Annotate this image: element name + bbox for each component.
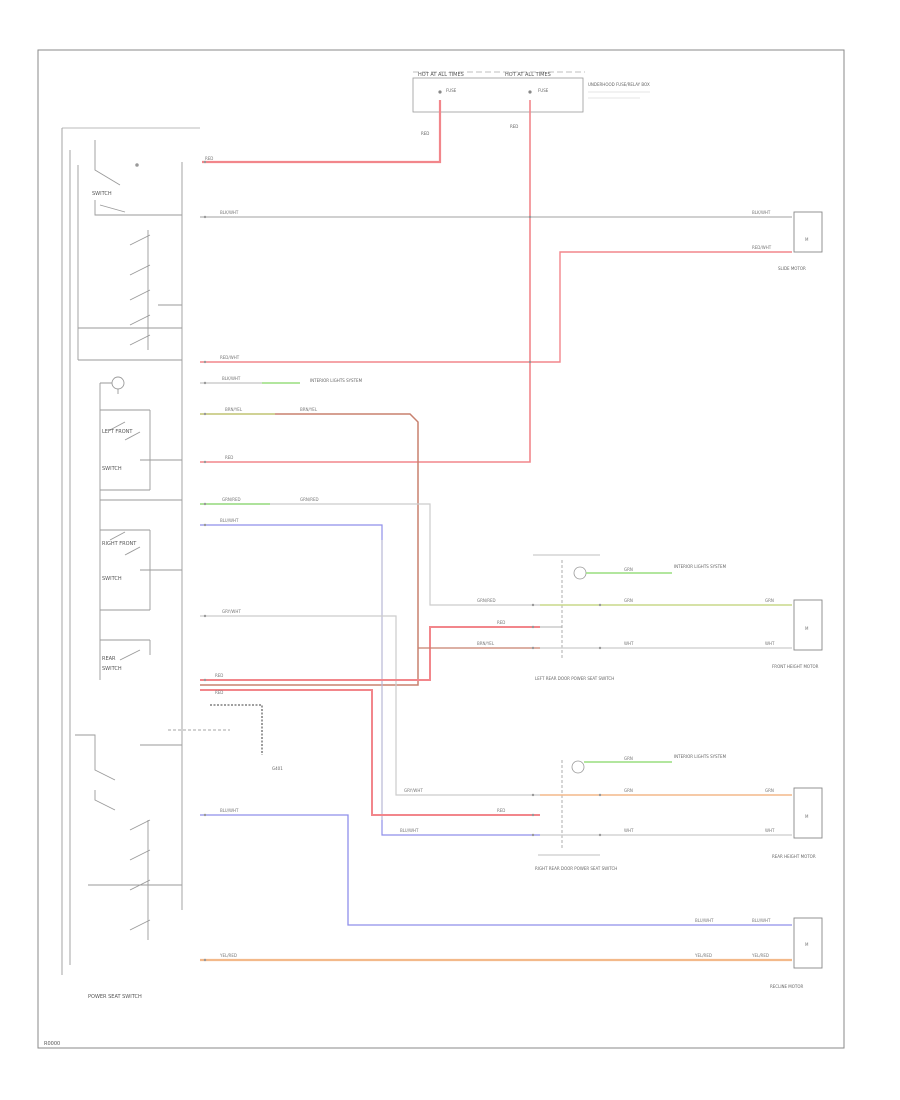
wire-label-red-wht-1: RED/WHT — [220, 355, 240, 360]
wire-red-wht-1 — [200, 251, 792, 363]
wire-label-blu-wht-1: BLU/WHT — [220, 518, 239, 523]
right-front-switch-text: SWITCH — [102, 576, 122, 582]
motor-1-m: M — [805, 237, 809, 242]
motor-2-label: FRONT HEIGHT MOTOR — [772, 664, 819, 669]
wire-label-wht-2: WHT — [765, 641, 775, 646]
fuse-label-2: FUSE — [538, 88, 549, 93]
wire-ground-1 — [210, 704, 263, 755]
motor-4-m: M — [805, 942, 809, 947]
interior-lights-2: INTERIOR LIGHTS SYSTEM — [674, 564, 727, 569]
interior-lights-3: INTERIOR LIGHTS SYSTEM — [674, 754, 727, 759]
wire-label-blk-wht-1: BLK/WHT — [220, 210, 239, 215]
wire-label-grn-6: GRN — [765, 788, 774, 793]
wire-red-2 — [200, 100, 531, 463]
wire-red-4 — [200, 689, 540, 816]
rear-label: REAR — [102, 656, 116, 662]
wire-label-red-6: RED — [497, 808, 505, 813]
wire-label-blk-wht-3: BLK/WHT — [222, 376, 241, 381]
connector-pins — [203, 160, 602, 962]
wire-label-red-5: RED — [215, 690, 223, 695]
wire-red-3 — [200, 626, 540, 681]
motor-3-m: M — [805, 814, 809, 819]
wire-label-blu-wht-5: BLU/WHT — [752, 918, 771, 923]
wire-label-blu-wht-2: BLU/WHT — [400, 828, 419, 833]
wire-label-red-4: RED — [497, 620, 505, 625]
switch-label-top: SWITCH — [92, 191, 112, 197]
wire-label-red-1: RED — [205, 156, 213, 161]
left-front-label: LEFT FRONT — [102, 429, 133, 435]
fuse-box-note: UNDERHOOD FUSE/RELAY BOX — [588, 82, 650, 87]
fuse-box-hot-label-left: HOT AT ALL TIMES — [418, 72, 464, 78]
wire-label-grn-red-2: GRN/RED — [300, 497, 319, 502]
wire-label-red-3: RED — [215, 673, 223, 678]
wire-label-grn-red-1: GRN/RED — [222, 497, 241, 502]
wire-red-1 — [202, 100, 442, 164]
wire-label-grn-5: GRN — [624, 788, 633, 793]
wire-grn-red-1 — [200, 503, 540, 606]
left-rear-door-switch-label: LEFT REAR DOOR POWER SEAT SWITCH — [535, 676, 614, 681]
wire-label-brn-yel-3: BRN/YEL — [477, 641, 495, 646]
wire-label-red-2: RED — [225, 455, 233, 460]
wire-label-gry-wht-2: GRY/WHT — [404, 788, 423, 793]
motor-2-m: M — [805, 626, 809, 631]
fuse-box: HOT AT ALL TIMES HOT AT ALL TIMES FUSE F… — [412, 71, 650, 136]
interior-lights-1: INTERIOR LIGHTS SYSTEM — [310, 378, 363, 383]
wire-label-wht-4: WHT — [765, 828, 775, 833]
wire-label-yel-red-1: YEL/RED — [219, 953, 237, 958]
wire-gry-wht-1 — [200, 615, 540, 796]
wire-label-wht-3: WHT — [624, 828, 634, 833]
motor-1-label: SLIDE MOTOR — [778, 266, 806, 271]
wire-label-yel-red-2: YEL/RED — [694, 953, 712, 958]
left-rear-door-switch — [533, 554, 792, 660]
main-switch-label: POWER SEAT SWITCH — [88, 994, 142, 1000]
diagram-border — [37, 49, 845, 1049]
wire-label-grn-4: GRN — [624, 756, 633, 761]
right-front-label: RIGHT FRONT — [102, 541, 137, 547]
wire-label-brn-yel-1: BRN/YEL — [225, 407, 243, 412]
wire-label-grn-1: GRN — [624, 567, 633, 572]
wire-label-blu-wht-3: BLU/WHT — [220, 808, 239, 813]
ground-label: G401 — [272, 766, 283, 771]
power-seat-switch — [61, 127, 200, 975]
motor-4-label: RECLINE MOTOR — [770, 984, 803, 989]
wire-label-grn-red-3: GRN/RED — [477, 598, 496, 603]
left-front-switch-text: SWITCH — [102, 466, 122, 472]
wire-label-yel-red-3: YEL/RED — [751, 953, 769, 958]
wire-label-grn-3: GRN — [765, 598, 774, 603]
wire-label-brn-yel-2: BRN/YEL — [300, 407, 318, 412]
motor-3: M REAR HEIGHT MOTOR — [772, 787, 823, 859]
fuse-wire-label-2: RED — [510, 124, 518, 129]
right-rear-door-switch-label: RIGHT REAR DOOR POWER SEAT SWITCH — [535, 866, 617, 871]
footer-code: R0000 — [44, 1041, 60, 1047]
wire-label-wht-1: WHT — [624, 641, 634, 646]
wire-label-blk-wht-2: BLK/WHT — [752, 210, 771, 215]
fuse-box-hot-label-right: HOT AT ALL TIMES — [505, 72, 551, 78]
wire-label-grn-2: GRN — [624, 598, 633, 603]
wire-label-gry-wht-1: GRY/WHT — [222, 609, 241, 614]
motor-3-label: REAR HEIGHT MOTOR — [772, 854, 816, 859]
wire-blue-2 — [200, 814, 792, 926]
motor-2: M FRONT HEIGHT MOTOR — [772, 599, 823, 669]
fuse-wire-label-1: RED — [421, 131, 429, 136]
wire-brown-1 — [200, 413, 419, 686]
motor-1: M SLIDE MOTOR — [778, 211, 823, 271]
wire-label-red-wht-2: RED/WHT — [752, 245, 772, 250]
fuse-label-1: FUSE — [446, 88, 457, 93]
wire-label-blu-wht-4: BLU/WHT — [695, 918, 714, 923]
motor-4: M RECLINE MOTOR — [770, 917, 823, 989]
rear-switch-text: SWITCH — [102, 666, 122, 672]
right-rear-door-switch — [538, 760, 792, 856]
